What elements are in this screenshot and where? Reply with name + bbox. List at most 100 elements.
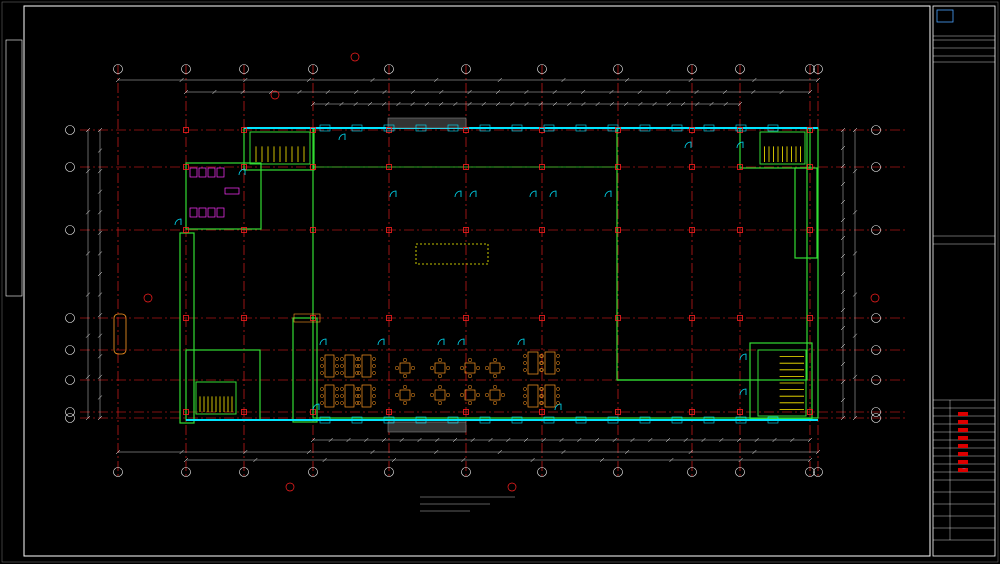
axis-bubble-col	[537, 64, 547, 74]
dimension-tick	[410, 101, 415, 107]
window	[447, 124, 459, 132]
stair-enclosure	[757, 349, 807, 417]
dimension-tick	[97, 354, 103, 359]
window	[671, 416, 683, 424]
door-swing	[312, 403, 320, 411]
chair	[402, 357, 408, 363]
door-swing	[739, 388, 747, 396]
dimension-tick	[470, 437, 475, 443]
dimension-tick	[97, 210, 103, 215]
chair	[540, 361, 544, 365]
section-marker	[285, 482, 295, 492]
dimension-tick	[396, 101, 401, 107]
chair	[556, 387, 560, 391]
door-swing	[684, 141, 692, 149]
window	[703, 124, 715, 132]
dimension-tick	[339, 101, 344, 107]
window	[447, 416, 459, 424]
dimension-tick	[852, 292, 858, 297]
revision-marker	[958, 412, 968, 416]
chair	[540, 354, 544, 358]
axis-bubble-col	[239, 64, 249, 74]
chair	[445, 392, 451, 398]
axis-bubble-col	[181, 64, 191, 74]
dimension-tick	[538, 101, 543, 107]
chair	[539, 387, 543, 391]
section-marker	[870, 293, 880, 303]
dimension-tick	[609, 89, 614, 95]
dimension-tick	[815, 77, 821, 83]
chair	[467, 373, 473, 379]
window	[383, 416, 395, 424]
chair	[357, 394, 361, 398]
dimension-tick	[461, 457, 466, 463]
column	[183, 164, 189, 170]
dimension-tick	[325, 101, 330, 107]
dimension-tick	[580, 89, 586, 95]
chair	[320, 401, 324, 405]
column	[310, 315, 316, 321]
section-marker	[270, 90, 280, 100]
chair	[556, 394, 560, 398]
column	[183, 227, 189, 233]
dimension-tick	[322, 457, 327, 463]
chair	[355, 401, 359, 405]
dimension-tick	[648, 437, 653, 443]
column	[310, 164, 316, 170]
chair	[523, 394, 527, 398]
chair	[372, 371, 376, 375]
chair	[539, 401, 543, 405]
dimension-tick	[623, 101, 629, 107]
dimension-tick	[669, 457, 674, 463]
column	[183, 315, 189, 321]
column	[539, 409, 545, 415]
column	[539, 227, 545, 233]
column	[737, 127, 743, 133]
dimension-tick	[481, 101, 486, 107]
dimension-tick	[609, 101, 615, 107]
column	[615, 164, 621, 170]
dimension-tick	[666, 101, 672, 107]
column	[386, 164, 392, 170]
company-logo	[936, 9, 954, 23]
chair	[556, 361, 560, 365]
dimension-tick	[97, 148, 103, 153]
dimension-tick	[364, 437, 369, 443]
chair	[500, 365, 506, 371]
axis-bubble-col	[613, 64, 623, 74]
dimension-tick	[97, 395, 103, 400]
chair	[484, 392, 490, 398]
section-marker	[507, 482, 517, 492]
window	[767, 416, 779, 424]
dimension-tick	[852, 168, 858, 174]
dimension-tick	[434, 449, 439, 455]
dimension-tick	[807, 457, 813, 463]
axis-bubble-row	[871, 162, 881, 172]
column	[310, 227, 316, 233]
dimension-tick	[694, 89, 699, 95]
wall-outline	[616, 127, 808, 381]
window	[415, 416, 427, 424]
door-swing	[529, 190, 537, 198]
chair	[492, 384, 498, 390]
dimension-tick	[452, 437, 458, 443]
revision-marker	[958, 428, 968, 432]
toilet-stall	[189, 207, 198, 218]
dimension-tick	[310, 437, 316, 443]
stair-enclosure	[195, 381, 237, 415]
chair	[335, 364, 339, 368]
long-table	[361, 354, 372, 378]
dimension-tick	[424, 101, 430, 107]
dimension-tick	[381, 437, 387, 443]
chair	[372, 357, 376, 361]
dimension-tick	[530, 457, 535, 463]
axis-bubble-row	[65, 345, 75, 355]
dimension-tick	[852, 374, 858, 380]
chair	[540, 387, 544, 391]
dimension-tick	[439, 89, 444, 95]
axis-bubble-col	[735, 467, 745, 477]
stair-enclosure	[759, 131, 806, 165]
dimension-tick	[410, 89, 416, 95]
dimension-tick	[115, 449, 121, 455]
